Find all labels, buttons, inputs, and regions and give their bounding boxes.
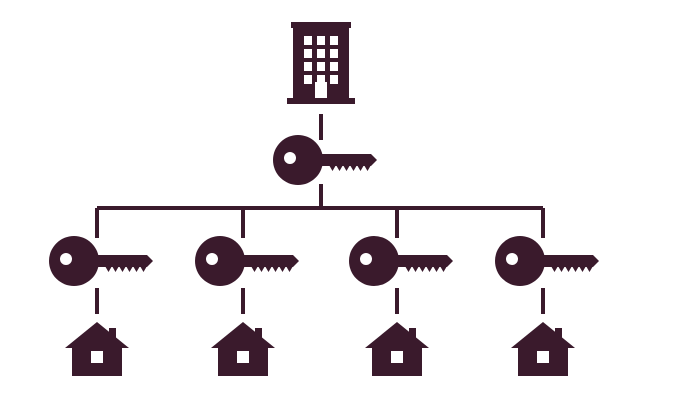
branch-1 [49,236,153,376]
key-icon [349,236,453,286]
house-icon [511,322,575,376]
master-key-node [273,135,377,185]
branch-2 [195,236,299,376]
branch-nodes [49,236,599,376]
key-icon [495,236,599,286]
house-icon [65,322,129,376]
office-building-icon [287,22,355,104]
key-icon [49,236,153,286]
master-key-icon [273,135,377,185]
key-icon [195,236,299,286]
house-icon [211,322,275,376]
house-icon [365,322,429,376]
branch-3 [349,236,453,376]
building-node [287,22,355,104]
branch-4 [495,236,599,376]
connector-lines [95,114,545,314]
